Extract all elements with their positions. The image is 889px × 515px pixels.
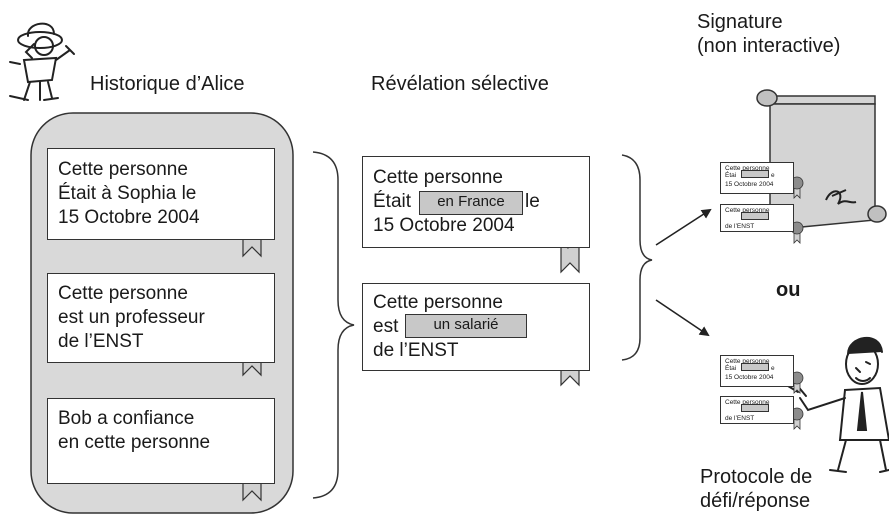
card-line: Cette personne	[373, 167, 503, 188]
card-line: de l’ENST	[58, 331, 144, 352]
arrow-to-protocol	[655, 299, 710, 337]
mini-redaction	[741, 170, 769, 178]
redacted-field: un salarié	[405, 314, 527, 338]
mini-line: de l’ENST	[725, 223, 755, 230]
mini-line: Cette personne	[725, 165, 770, 172]
card-line: Bob a confiance	[58, 408, 195, 429]
mini-line: e	[771, 172, 775, 179]
mini-line: de l’ENST	[725, 415, 755, 422]
mini-line: Cette personne	[725, 399, 770, 406]
bracket-right	[621, 154, 653, 361]
mini-line: Cette personne	[725, 358, 770, 365]
history-title: Historique d’Alice	[90, 73, 245, 95]
mini-card: Cette personne de l’ENST	[720, 396, 794, 424]
mini-line: Étai	[725, 365, 737, 372]
signature-scroll	[756, 89, 887, 231]
or-label: ou	[776, 279, 801, 301]
card-line: Était à Sophia le	[58, 183, 197, 204]
card-line: 15 Octobre 2004	[373, 215, 515, 236]
card-line: Cette personne	[373, 292, 503, 313]
mini-redaction	[741, 212, 769, 220]
arrow-to-signature	[655, 208, 712, 246]
bracket-left	[312, 151, 355, 499]
mini-line: 15 Octobre 2004	[725, 181, 774, 188]
mini-redaction	[741, 363, 769, 371]
mini-line: Cette personne	[725, 207, 770, 214]
card-line: Cette personne	[58, 283, 188, 304]
mini-card: Cette personne Étai e 15 Octobre 2004	[720, 162, 794, 194]
card-line: en cette personne	[58, 432, 211, 453]
mini-line: Étai	[725, 172, 737, 179]
card-line: Cette personne	[58, 159, 188, 180]
protocol-title-line1: Protocole de	[700, 466, 813, 488]
history-card-1: Cette personne Était à Sophia le 15 Octo…	[47, 148, 275, 240]
signature-title-line2: (non interactive)	[697, 35, 841, 57]
mini-redaction	[741, 404, 769, 412]
history-card-3: Bob a confiance en cette personne	[47, 398, 275, 484]
mini-card: Cette personne Étai e 15 Octobre 2004	[720, 355, 794, 387]
mini-line: 15 Octobre 2004	[725, 374, 774, 381]
card-line: est	[373, 316, 399, 337]
alice-figure	[9, 22, 75, 101]
mini-line: e	[771, 365, 775, 372]
mini-card: Cette personne de l’ENST	[720, 204, 794, 232]
card-line: de l’ENST	[373, 340, 459, 361]
revealed-card-1: Cette personne Était en France le 15 Oct…	[362, 156, 590, 248]
redacted-field: en France	[419, 191, 523, 215]
card-line: Était	[373, 191, 412, 212]
signature-title-line1: Signature	[697, 11, 783, 33]
card-line: 15 Octobre 2004	[58, 207, 200, 228]
card-line: est un professeur	[58, 307, 205, 328]
professor-figure	[787, 336, 889, 473]
protocol-title-line2: défi/réponse	[700, 490, 811, 512]
revelation-title: Révélation sélective	[371, 73, 549, 95]
card-line: le	[525, 191, 540, 212]
history-card-2: Cette personne est un professeur de l’EN…	[47, 273, 275, 363]
revealed-card-2: Cette personne est un salarié de l’ENST	[362, 283, 590, 371]
